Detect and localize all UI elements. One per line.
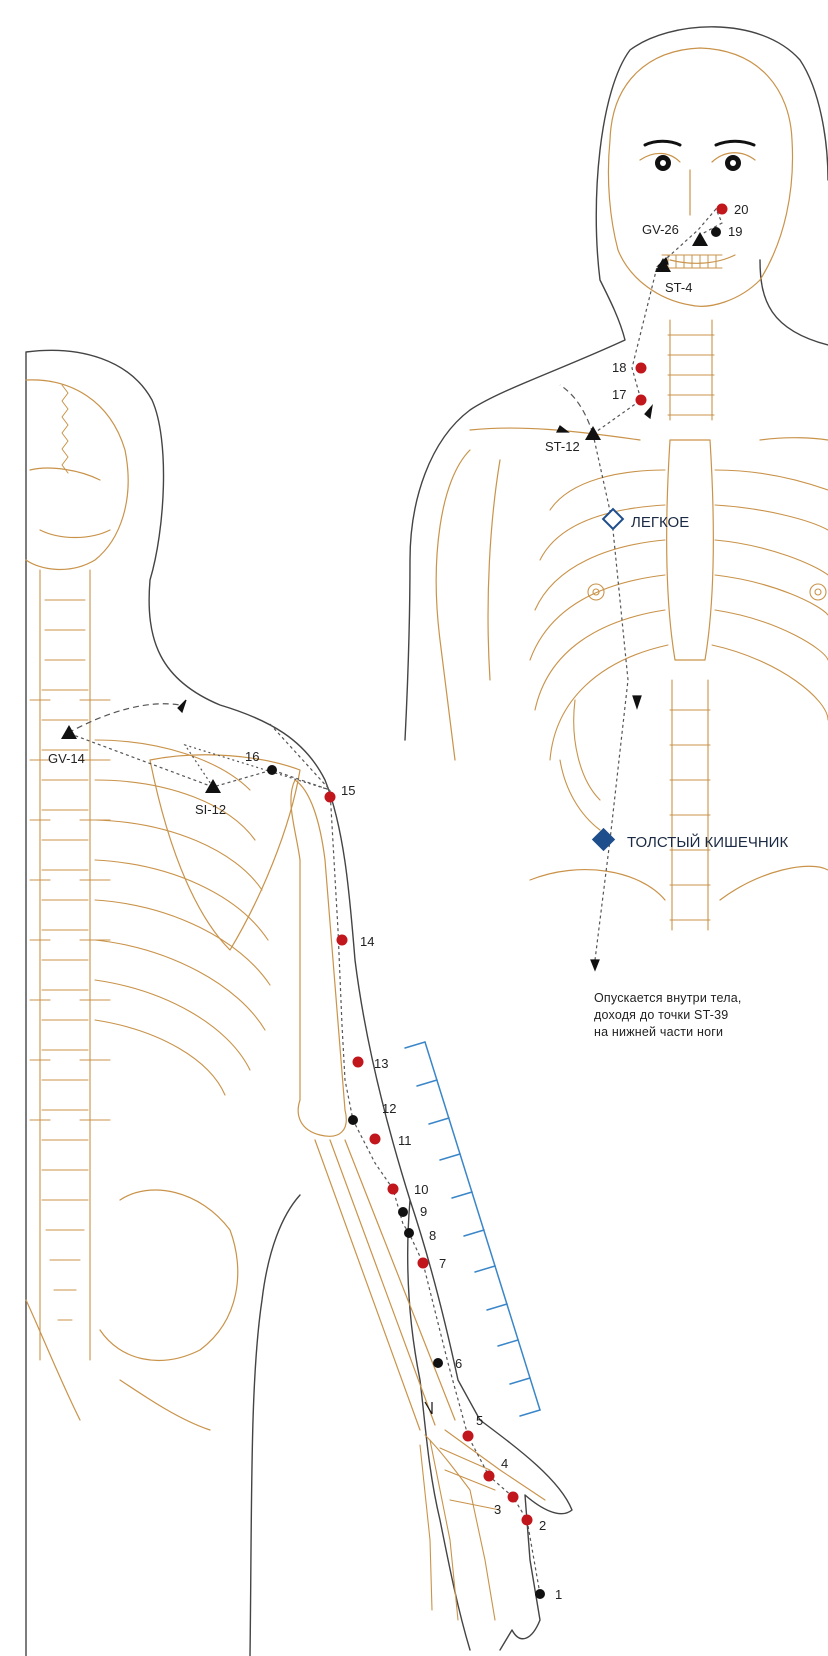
point-18 bbox=[635, 362, 647, 374]
si12-marker bbox=[205, 779, 221, 793]
st4-label: ST-4 bbox=[665, 280, 692, 295]
point-15 bbox=[324, 791, 336, 803]
point-13-label: 13 bbox=[374, 1056, 388, 1071]
point-19-label: 19 bbox=[728, 224, 742, 239]
front-skull bbox=[607, 47, 794, 307]
eyes bbox=[655, 155, 741, 171]
hand-bones bbox=[419, 1429, 546, 1621]
pelvis bbox=[25, 1189, 239, 1431]
point-17-label: 17 bbox=[612, 387, 626, 402]
gv14-marker bbox=[61, 725, 77, 739]
si12-label: SI-12 bbox=[195, 802, 226, 817]
point-20 bbox=[716, 203, 728, 215]
point-9-label: 9 bbox=[420, 1204, 427, 1219]
back-skull-suture bbox=[61, 384, 69, 474]
acupoints bbox=[267, 203, 728, 1599]
point-4-label: 4 bbox=[501, 1456, 508, 1471]
point-8-label: 8 bbox=[429, 1228, 436, 1243]
path-note-line-1: Опускается внутри тела, bbox=[594, 991, 742, 1005]
point-2 bbox=[521, 1514, 533, 1526]
point-13 bbox=[352, 1056, 364, 1068]
eyebrows bbox=[643, 139, 756, 147]
organ-lung-marker: ЛЕГКОЕ bbox=[601, 507, 689, 531]
point-8 bbox=[404, 1228, 414, 1238]
point-10 bbox=[387, 1183, 399, 1195]
point-14-label: 14 bbox=[360, 934, 374, 949]
organ-lung-label: ЛЕГКОЕ bbox=[631, 514, 689, 531]
cervical-spine bbox=[667, 319, 715, 421]
point-6-label: 6 bbox=[455, 1356, 462, 1371]
point-3 bbox=[507, 1491, 519, 1503]
point-9 bbox=[398, 1207, 408, 1217]
back-figure bbox=[25, 349, 573, 1656]
organ-large-intestine-label: ТОЛСТЫЙ КИШЕЧНИК bbox=[627, 833, 788, 851]
clavicles bbox=[469, 427, 828, 441]
st12-marker bbox=[585, 426, 601, 440]
point-15-label: 15 bbox=[341, 783, 355, 798]
measurement-ruler bbox=[404, 1041, 541, 1417]
point-7-label: 7 bbox=[439, 1256, 446, 1271]
point-1 bbox=[535, 1589, 545, 1599]
path-note-line-3: на нижней части ноги bbox=[594, 1025, 724, 1039]
back-figure-outline bbox=[25, 349, 573, 1656]
front-figure-outline bbox=[404, 26, 828, 741]
point-10-label: 10 bbox=[414, 1182, 428, 1197]
point-12 bbox=[348, 1115, 358, 1125]
back-skull bbox=[25, 379, 129, 571]
point-16 bbox=[267, 765, 277, 775]
gv26-label: GV-26 bbox=[642, 222, 679, 237]
meridian-path bbox=[67, 207, 723, 1595]
point-14 bbox=[336, 934, 348, 946]
point-19 bbox=[711, 227, 721, 237]
gv26-marker bbox=[692, 232, 708, 246]
point-11-label: 11 bbox=[398, 1133, 412, 1148]
point-18-label: 18 bbox=[612, 360, 626, 375]
point-5-label: 5 bbox=[476, 1413, 483, 1428]
teeth bbox=[661, 254, 723, 269]
front-figure bbox=[404, 26, 828, 931]
path-note: Опускается внутри тела, доходя до точки … bbox=[594, 990, 824, 1041]
sternum bbox=[666, 439, 714, 661]
point-17 bbox=[635, 394, 647, 406]
point-1-label: 1 bbox=[555, 1587, 562, 1602]
front-pelvis bbox=[529, 865, 828, 901]
point-16-label: 16 bbox=[245, 749, 259, 764]
lumbar-spine bbox=[669, 679, 711, 931]
front-ribs bbox=[529, 469, 828, 831]
forearm-bones bbox=[314, 1139, 456, 1431]
point-5 bbox=[462, 1430, 474, 1442]
spine bbox=[29, 569, 111, 1361]
point-11 bbox=[369, 1133, 381, 1145]
gv14-label: GV-14 bbox=[48, 751, 85, 766]
point-20-label: 20 bbox=[734, 202, 748, 217]
scapula bbox=[149, 754, 301, 951]
humerus bbox=[290, 779, 347, 1137]
point-12-label: 12 bbox=[382, 1101, 396, 1116]
point-6 bbox=[433, 1358, 443, 1368]
crossing-points bbox=[61, 232, 708, 793]
st4-marker bbox=[655, 258, 671, 272]
st12-label: ST-12 bbox=[545, 439, 580, 454]
point-3-label: 3 bbox=[494, 1502, 501, 1517]
point-7 bbox=[417, 1257, 429, 1269]
organ-large-intestine-marker: ТОЛСТЫЙ КИШЕЧНИК bbox=[591, 827, 788, 852]
nipples bbox=[587, 583, 827, 601]
point-2-label: 2 bbox=[539, 1518, 546, 1533]
point-labels: 1 2 3 4 5 6 7 8 9 10 11 12 13 14 15 16 1… bbox=[245, 202, 748, 1602]
back-ribs bbox=[94, 739, 271, 1096]
point-4 bbox=[483, 1470, 495, 1482]
front-humerus bbox=[435, 449, 501, 761]
path-note-line-2: доходя до точки ST-39 bbox=[594, 1008, 729, 1022]
